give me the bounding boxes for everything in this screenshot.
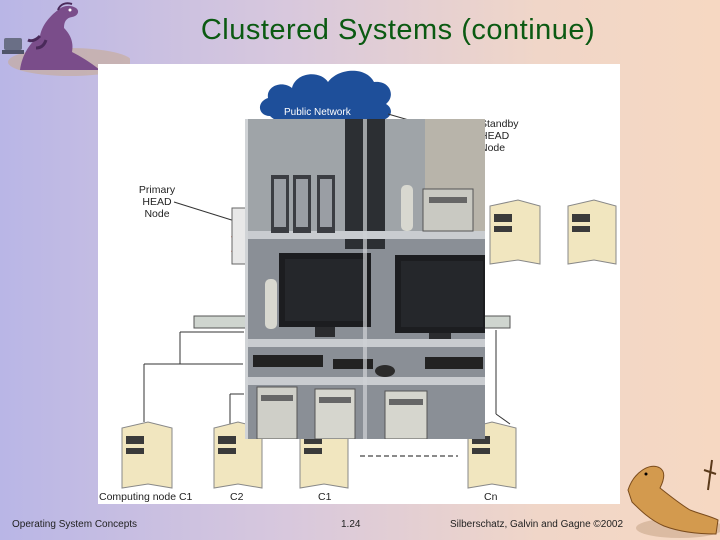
primary-head-label: Primary HEAD Node — [138, 184, 176, 220]
node-label-c2: C2 — [230, 491, 244, 503]
server-standby-head-2 — [567, 199, 617, 265]
slide-title: Clustered Systems (continue) — [200, 14, 596, 46]
cloud-label: Public Network — [284, 107, 351, 118]
node-label-cn: Cn — [484, 491, 498, 503]
node-label-c1-b: C1 — [318, 491, 332, 503]
footer-book-title: Operating System Concepts — [12, 519, 138, 530]
server-standby-head-1 — [489, 199, 541, 265]
node-label-c1: Computing node C1 — [99, 491, 193, 503]
cloud-icon — [259, 70, 391, 126]
cluster-rack-photo — [245, 119, 485, 439]
network-switch-left — [193, 315, 247, 329]
dinosaur-logo-bottom — [627, 459, 720, 538]
network-switch-right — [483, 315, 511, 329]
footer-page-number: 1.24 — [341, 519, 361, 530]
server-node-c1 — [121, 421, 173, 489]
standby-head-label: Standby HEAD Node — [480, 118, 519, 154]
footer-copyright: Silberschatz, Galvin and Gagne ©2002 — [450, 519, 624, 530]
network-lines — [121, 70, 617, 489]
